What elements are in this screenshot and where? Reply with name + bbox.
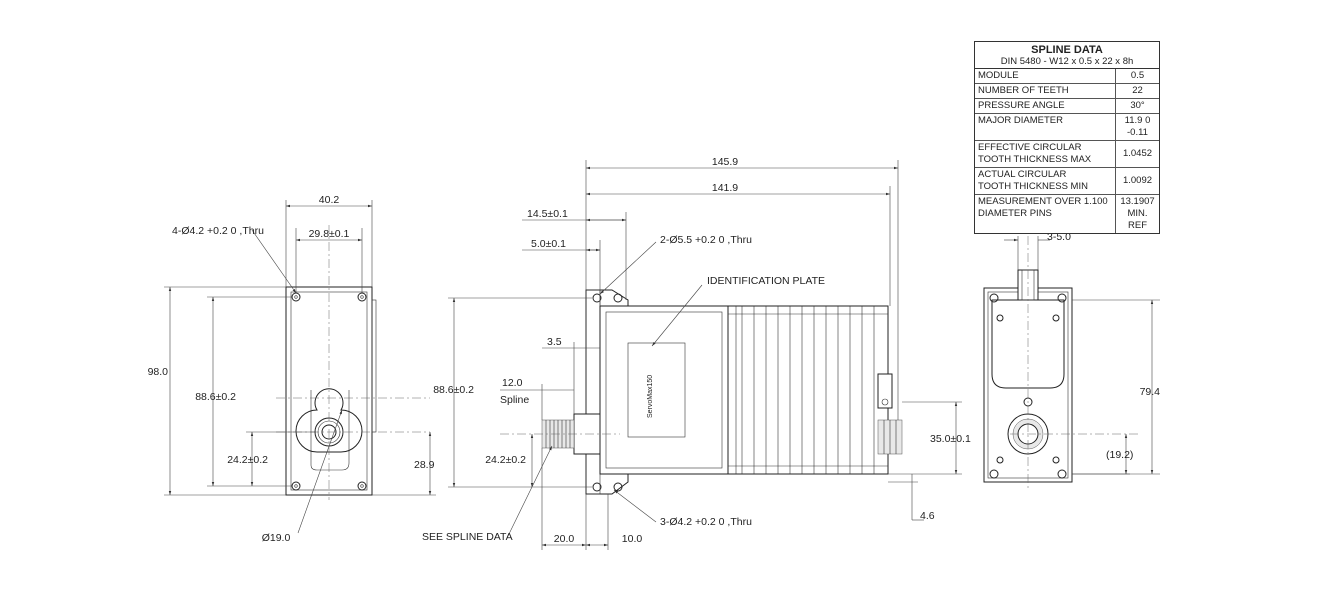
rear-view: 3-5.0 79.4 (19.2) [983, 231, 1161, 490]
spline-key: MAJOR DIAMETER [975, 114, 1116, 140]
spline-table-spec: DIN 5480 - W12 x 0.5 x 22 x 8h [1000, 56, 1134, 67]
spline-value: 1.0092 [1122, 175, 1153, 186]
spline-table-title: SPLINE DATA [1031, 44, 1103, 56]
spline-row-effective-thickness: EFFECTIVE CIRCULAR TOOTH THICKNESS MAX 1… [975, 141, 1159, 168]
side-shaft-offset-label: 24.2±0.2 [485, 454, 526, 466]
side-flange-offset-label: 14.5±0.1 [527, 208, 568, 220]
spline-value: 13.1907 MIN. REF [1116, 195, 1159, 233]
side-step-label: 3.5 [547, 336, 562, 348]
spline-value: 1.0452 [1122, 148, 1153, 159]
identification-plate-label: IDENTIFICATION PLATE [707, 275, 825, 287]
spline-key: ACTUAL CIRCULAR TOOTH THICKNESS MIN [975, 168, 1116, 194]
front-holes-note: 4-Ø4.2 +0.2 0 ,Thru [172, 225, 264, 237]
spline-row-major-diameter: MAJOR DIAMETER 11.9 0 -0.11 [975, 114, 1159, 141]
side-view: 145.9 141.9 14.5±0.1 5.0±0.1 2-Ø5.5 +0.2… [422, 156, 971, 550]
side-bottom-offset-label: 4.6 [920, 510, 935, 522]
cooling-fins [727, 305, 889, 475]
spline-key: PRESSURE ANGLE [975, 99, 1116, 113]
rear-height-label: 79.4 [1140, 386, 1161, 398]
front-hole-pitch-label: 88.6±0.2 [195, 391, 236, 403]
spline-value: 22 [1132, 85, 1143, 96]
spline-row-teeth: NUMBER OF TEETH 22 [975, 84, 1159, 99]
spline-value: 30° [1130, 100, 1145, 111]
spline-key-line: MEASUREMENT OVER 1.100 [978, 196, 1108, 207]
spline-key: MODULE [975, 69, 1116, 83]
side-connector-height-label: 35.0±0.1 [930, 433, 971, 445]
spline-key-line: EFFECTIVE CIRCULAR [978, 142, 1082, 153]
front-width-label: 40.2 [319, 194, 340, 206]
side-holes-note-bottom: 3-Ø4.2 +0.2 0 ,Thru [660, 516, 752, 528]
side-body [599, 305, 729, 475]
spline-row-module: MODULE 0.5 [975, 69, 1159, 84]
side-holes-note-top: 2-Ø5.5 +0.2 0 ,Thru [660, 234, 752, 246]
side-spline-word: Spline [500, 394, 529, 406]
spline-key-line: ACTUAL CIRCULAR [978, 169, 1067, 180]
spline-row-pressure-angle: PRESSURE ANGLE 30° [975, 99, 1159, 114]
see-spline-data-label: SEE SPLINE DATA [422, 531, 513, 543]
side-body-length-label: 141.9 [712, 182, 738, 194]
spline-key-line: TOOTH THICKNESS MIN [978, 181, 1088, 192]
spline-value-line: MIN. REF [1127, 208, 1148, 231]
spline-row-measurement-pins: MEASUREMENT OVER 1.100 DIAMETER PINS 13.… [975, 195, 1159, 233]
rear-connector-offset-label: (19.2) [1106, 449, 1133, 461]
spline-value: 11.9 0 -0.11 [1124, 115, 1151, 138]
spline-key-line: DIAMETER PINS [978, 208, 1052, 219]
spline-key: MEASUREMENT OVER 1.100 DIAMETER PINS [975, 195, 1116, 233]
spline-key: NUMBER OF TEETH [975, 84, 1116, 98]
side-connector [877, 373, 903, 455]
front-height-label: 98.0 [148, 366, 169, 378]
side-flange-thickness-label: 5.0±0.1 [531, 238, 566, 250]
side-spline-length-label: 12.0 [502, 377, 523, 389]
spline-value-line: 13.1907 [1120, 196, 1155, 207]
identification-plate-text: ServoMax150 [647, 375, 654, 418]
front-hole-spacing-label: 29.8±0.1 [309, 228, 350, 240]
spline-data-table: SPLINE DATA DIN 5480 - W12 x 0.5 x 22 x … [974, 41, 1160, 234]
front-view: 40.2 29.8±0.1 4-Ø4.2 +0.2 0 ,Thru 98.0 8… [148, 194, 436, 544]
side-dim-left-label: 20.0 [554, 533, 575, 545]
spline-key: EFFECTIVE CIRCULAR TOOTH THICKNESS MAX [975, 141, 1116, 167]
front-shaft-dia-label: Ø19.0 [262, 532, 291, 544]
front-shaft-offset-label: 24.2±0.2 [227, 454, 268, 466]
side-dim-right-label: 10.0 [622, 533, 643, 545]
spline-table-header: SPLINE DATA DIN 5480 - W12 x 0.5 x 22 x … [975, 42, 1159, 69]
identification-plate [627, 342, 686, 438]
side-hole-pitch-label: 88.6±0.2 [433, 384, 474, 396]
spline-key-line: TOOTH THICKNESS MAX [978, 154, 1092, 165]
spline-value: 0.5 [1130, 70, 1145, 81]
side-overall-length-label: 145.9 [712, 156, 738, 168]
spline-row-actual-thickness: ACTUAL CIRCULAR TOOTH THICKNESS MIN 1.00… [975, 168, 1159, 195]
front-shaft-height-label: 28.9 [414, 459, 435, 471]
rear-connector-width-label: 3-5.0 [1047, 231, 1071, 243]
